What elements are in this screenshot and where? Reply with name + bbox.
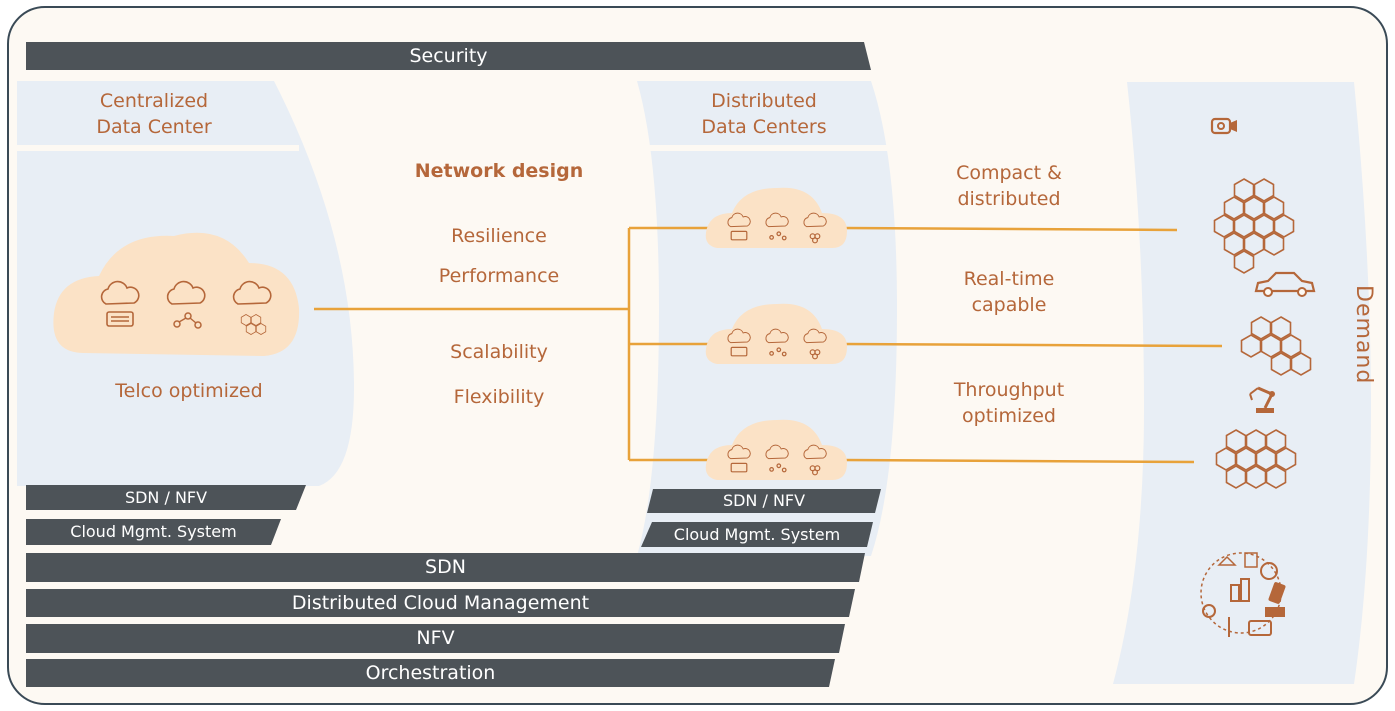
demand-label: Demand bbox=[1351, 285, 1376, 385]
centralized-cloud-mgmt-bar: Cloud Mgmt. System bbox=[70, 522, 237, 541]
bars-layer bbox=[26, 42, 881, 687]
branch-label-compact: Compact & distributed bbox=[899, 160, 1119, 212]
centralized-cloud bbox=[53, 232, 300, 356]
sdn-bar: SDN bbox=[425, 556, 466, 578]
branch-label-throughput-line2: optimized bbox=[962, 405, 1056, 427]
security-bar: Security bbox=[26, 42, 871, 71]
security-label: Security bbox=[409, 45, 488, 67]
distributed-cloud-mgmt-bar: Cloud Mgmt. System bbox=[673, 525, 841, 544]
diagram-background bbox=[17, 42, 1371, 687]
distributed-title: Distributed Data Centers bbox=[659, 88, 869, 140]
branch-label-compact-line1: Compact & bbox=[956, 162, 1062, 184]
network-design-item-resilience: Resilience bbox=[451, 225, 547, 247]
orchestration-bar: Orchestration bbox=[365, 662, 496, 684]
centralized-title-line2: Data Center bbox=[96, 116, 212, 138]
robot-arm-icon bbox=[1249, 386, 1275, 413]
telco-optimized-caption: Telco optimized bbox=[115, 380, 263, 402]
branch-label-throughput: Throughput optimized bbox=[899, 377, 1119, 429]
demand-band bbox=[1113, 82, 1371, 684]
branch-label-realtime-line1: Real-time bbox=[963, 268, 1055, 290]
network-design-heading: Network design bbox=[414, 160, 584, 182]
distributed-cloud-management-bar: Distributed Cloud Management bbox=[291, 592, 590, 614]
network-design-item-flexibility: Flexibility bbox=[453, 386, 545, 408]
distributed-title-line1: Distributed bbox=[711, 90, 817, 112]
branch-label-realtime-line2: capable bbox=[971, 294, 1047, 316]
distributed-clouds bbox=[705, 187, 847, 480]
network-design-item-performance: Performance bbox=[438, 265, 560, 287]
diagram-frame: Security Centralized Data Center Telco o… bbox=[7, 6, 1388, 705]
connector-lines bbox=[314, 226, 1223, 464]
nfv-bar: NFV bbox=[416, 627, 455, 649]
branch-label-throughput-line1: Throughput bbox=[953, 379, 1065, 401]
centralized-title: Centralized Data Center bbox=[44, 88, 264, 140]
distributed-sdn-nfv-bar: SDN / NFV bbox=[722, 491, 806, 510]
branch-label-compact-line2: distributed bbox=[957, 188, 1061, 210]
centralized-sdn-nfv-bar: SDN / NFV bbox=[124, 488, 208, 507]
iot-devices-icon bbox=[1200, 552, 1286, 637]
camera-icon bbox=[1210, 117, 1237, 135]
car-icon bbox=[1254, 271, 1316, 297]
branch-label-realtime: Real-time capable bbox=[899, 266, 1119, 318]
network-design-item-scalability: Scalability bbox=[450, 341, 548, 363]
centralized-title-line1: Centralized bbox=[99, 90, 209, 112]
distributed-title-line2: Data Centers bbox=[701, 116, 827, 138]
